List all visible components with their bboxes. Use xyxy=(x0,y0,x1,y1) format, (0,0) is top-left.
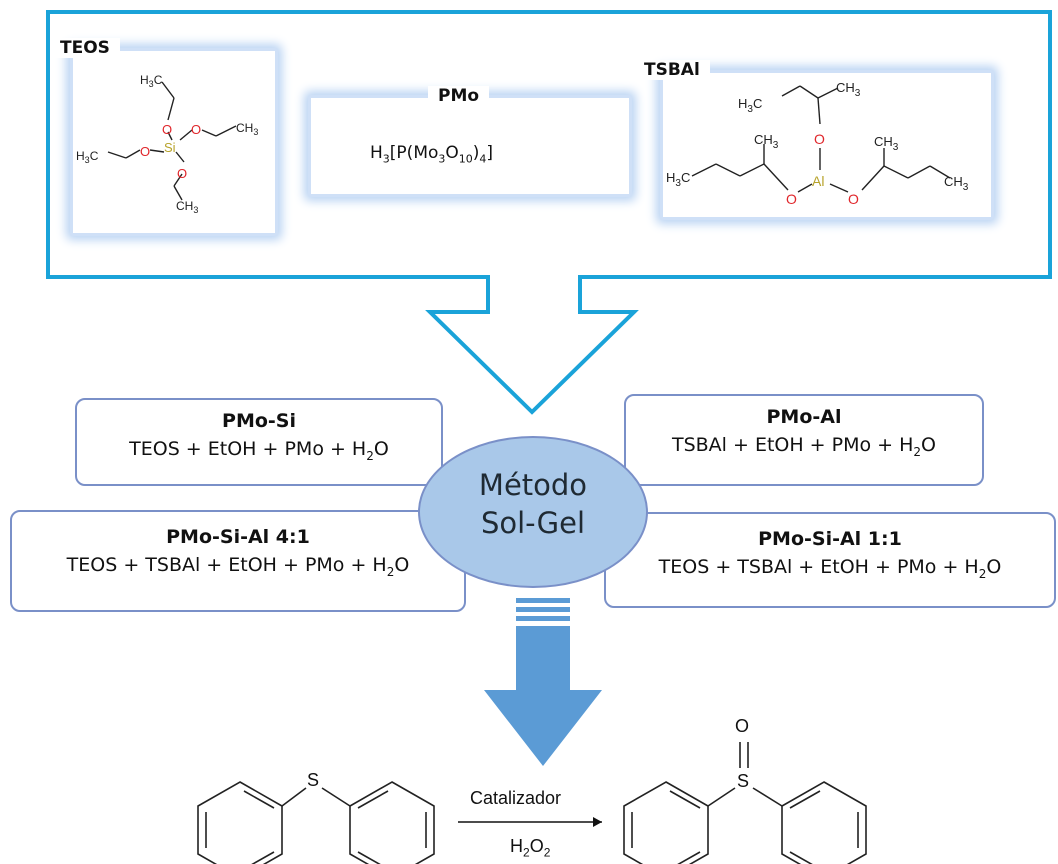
flow-bar-2 xyxy=(516,607,570,612)
card-pmo-al: PMo-Al TSBAl + EtOH + PMo + H2O xyxy=(624,394,984,486)
flow-bar-3 xyxy=(516,616,570,621)
sol-gel-line1: Método xyxy=(478,468,588,502)
card-pmo-si-al-1-1-formula: TEOS + TSBAl + EtOH + PMo + H2O xyxy=(658,556,1002,581)
pmo-label: PMo xyxy=(428,86,490,106)
card-pmo-al-title: PMo-Al xyxy=(766,406,842,428)
teos-label: TEOS xyxy=(50,38,120,58)
pmo-panel xyxy=(308,95,632,197)
sulfide-sulfur: S xyxy=(307,770,320,790)
card-pmo-si-al-1-1: PMo-Si-Al 1:1 TEOS + TSBAl + EtOH + PMo … xyxy=(604,512,1056,608)
pmo-formula-close: ) xyxy=(472,143,480,163)
card-pmo-si-title: PMo-Si xyxy=(222,410,296,432)
pmo-formula-h-sub: 3 xyxy=(382,152,390,166)
tsbal-panel xyxy=(660,70,994,220)
pmo-formula-o-sub: 10 xyxy=(458,152,473,166)
card-pmo-si-al-1-1-title: PMo-Si-Al 1:1 xyxy=(758,528,902,550)
sol-gel-line2: Sol-Gel xyxy=(480,506,586,540)
oxidant-label: H2O2 xyxy=(510,836,551,860)
pmo-formula-p: [P(Mo xyxy=(389,143,439,163)
card-pmo-si: PMo-Si TEOS + EtOH + PMo + H2O xyxy=(75,398,443,486)
card-pmo-si-al-4-1: PMo-Si-Al 4:1 TEOS + TSBAl + EtOH + PMo … xyxy=(10,510,466,612)
diphenyl-sulfide-structure xyxy=(197,781,435,864)
sol-gel-method-ellipse: Método Sol-Gel xyxy=(418,436,648,588)
sulfoxide-oxygen: O xyxy=(735,716,750,736)
pmo-formula-o: O xyxy=(445,143,459,163)
pmo-formula-h: H xyxy=(370,143,383,163)
flow-bar-1 xyxy=(516,598,570,603)
pmo-formula-n-sub: 4 xyxy=(479,152,487,166)
card-pmo-si-al-4-1-formula: TEOS + TSBAl + EtOH + PMo + H2O xyxy=(66,554,410,579)
reaction-arrow-head xyxy=(593,817,602,827)
teos-panel xyxy=(70,48,278,236)
card-pmo-si-al-4-1-title: PMo-Si-Al 4:1 xyxy=(166,526,310,548)
pmo-formula: H3[P(Mo3O10)4] xyxy=(370,143,493,165)
pmo-formula-mo-sub: 3 xyxy=(438,152,446,166)
catalyst-label: Catalizador xyxy=(470,788,562,808)
pmo-formula-end: ] xyxy=(486,143,494,163)
card-pmo-al-formula: TSBAl + EtOH + PMo + H2O xyxy=(671,434,937,459)
card-pmo-si-formula: TEOS + EtOH + PMo + H2O xyxy=(129,438,389,463)
sulfoxide-sulfur: S xyxy=(737,771,750,791)
tsbal-label: TSBAl xyxy=(634,60,710,80)
diphenyl-sulfoxide-structure xyxy=(623,742,867,864)
down-arrow-icon xyxy=(484,626,602,766)
